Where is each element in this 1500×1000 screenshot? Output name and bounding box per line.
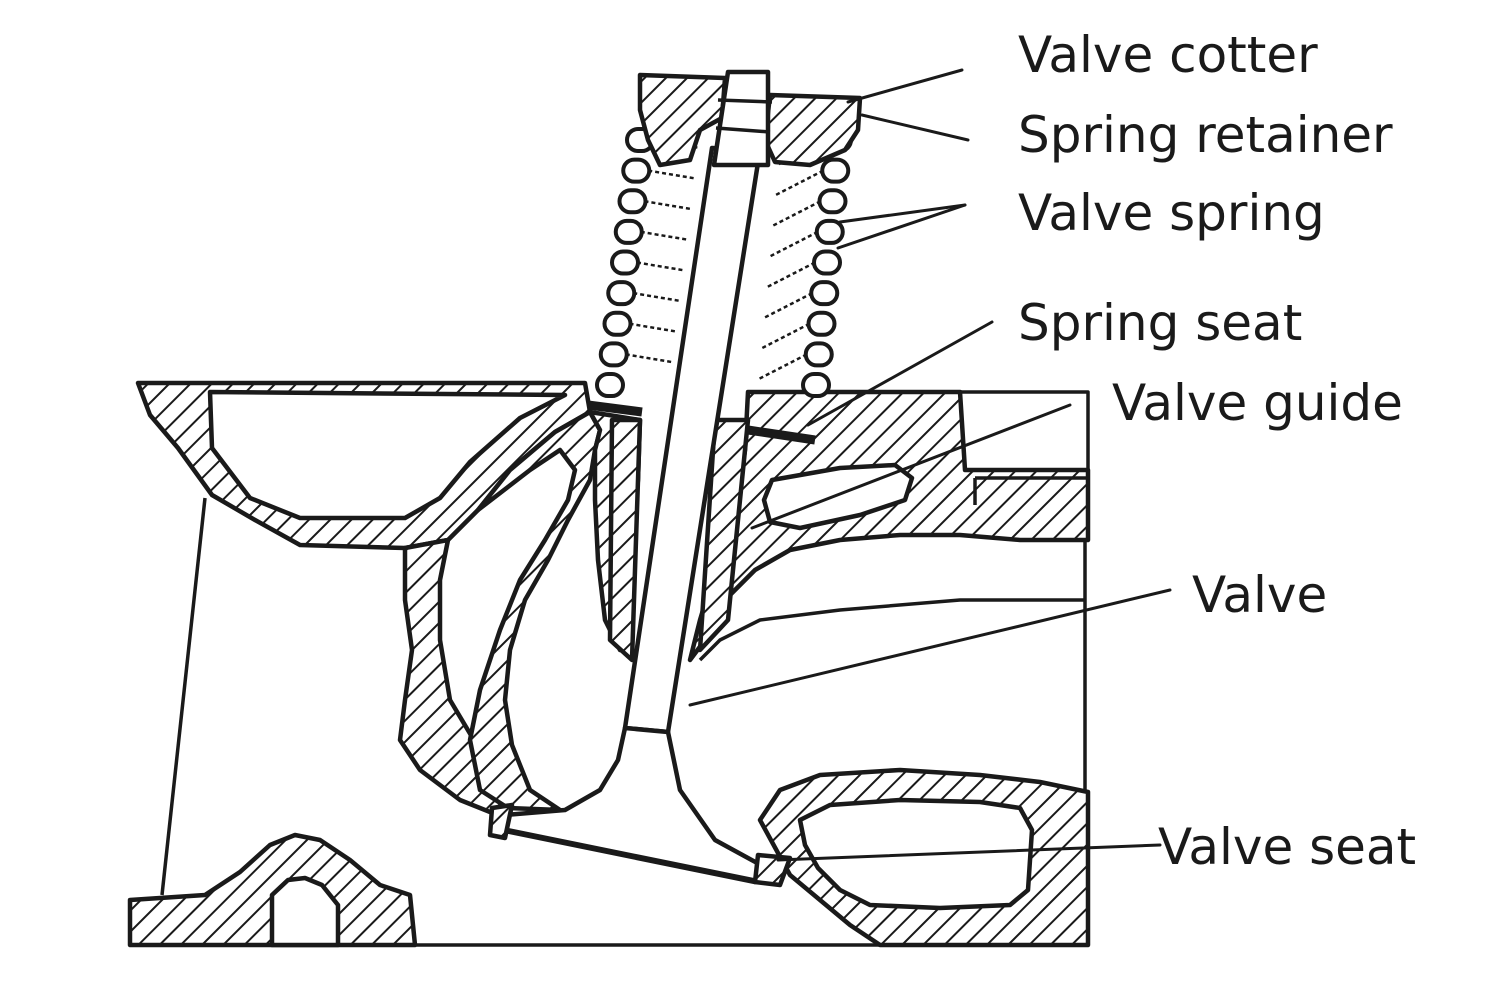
- spring-coil-left: [617, 188, 648, 215]
- spring-coil-right: [803, 341, 834, 368]
- right-roof-line: [960, 390, 1090, 470]
- valve-cotter: [711, 69, 773, 168]
- spring-coil-right: [820, 157, 851, 184]
- leader-valve-spring-b: [836, 203, 967, 250]
- guide-right-sleeve: [697, 417, 751, 653]
- spring-coil-left: [610, 249, 640, 276]
- leader-spring-seat: [806, 320, 994, 427]
- leader-valve-guide: [750, 403, 1072, 530]
- label-valve: Valve: [1192, 566, 1327, 624]
- spring-coil-right: [817, 188, 848, 215]
- spring-coil-right: [806, 310, 837, 337]
- retainer-right: [762, 92, 863, 168]
- spring-coil-left: [606, 280, 637, 307]
- spring-coil-back: [629, 322, 811, 350]
- seat-right: [752, 852, 793, 888]
- head-outline: [160, 390, 1090, 947]
- leader-valve: [688, 588, 1172, 707]
- spring-coil-back: [640, 230, 819, 258]
- spring-coil-back: [625, 353, 808, 381]
- spring-coil-left: [595, 372, 625, 398]
- labels: Valve cotter Spring retainer Valve sprin…: [1018, 26, 1416, 876]
- label-spring-seat: Spring seat: [1018, 294, 1302, 352]
- spring-coil-back: [644, 200, 822, 227]
- valve-seats: [487, 802, 793, 888]
- stem-tip: [711, 69, 771, 168]
- spring-coil-right: [812, 249, 842, 276]
- inner-curve-right: [698, 598, 1085, 662]
- label-valve-seat: Valve seat: [1158, 818, 1416, 876]
- head-right-step: [973, 476, 1088, 505]
- cotter-groove-2: [715, 126, 771, 134]
- valve-guide: [607, 417, 751, 663]
- left-outline: [160, 497, 207, 896]
- leader-valve-cotter: [846, 68, 964, 104]
- cotter-groove-1: [717, 98, 773, 104]
- leader-lines: [688, 68, 1172, 862]
- spring-coil-left: [602, 310, 633, 337]
- leader-spring-retainer: [860, 113, 970, 142]
- spring-coil-back: [633, 291, 813, 319]
- spring-coil-right: [809, 280, 840, 307]
- label-valve-cotter: Valve cotter: [1018, 26, 1318, 84]
- guide-left-sleeve: [607, 417, 643, 663]
- bolt-hole: [269, 875, 341, 948]
- spring-coil-right: [814, 218, 845, 245]
- spring-coil-left: [598, 341, 629, 368]
- cylinder-head-casting: [127, 380, 1091, 948]
- seat-left: [487, 802, 515, 841]
- spring-seat: [587, 400, 816, 445]
- spring-coil-back: [636, 261, 816, 289]
- spring-coil-back: [648, 169, 824, 197]
- spring-coil-left: [613, 218, 644, 245]
- leader-valve-seat: [776, 843, 1162, 862]
- valve-face: [499, 826, 756, 882]
- spring-coil-right: [801, 372, 831, 398]
- label-valve-spring: Valve spring: [1018, 184, 1325, 242]
- spring-coil-left: [621, 157, 652, 184]
- leader-valve-spring-a: [838, 203, 967, 224]
- label-valve-guide: Valve guide: [1112, 374, 1403, 432]
- label-spring-retainer: Spring retainer: [1018, 106, 1393, 164]
- head-bottom-left: [127, 832, 418, 948]
